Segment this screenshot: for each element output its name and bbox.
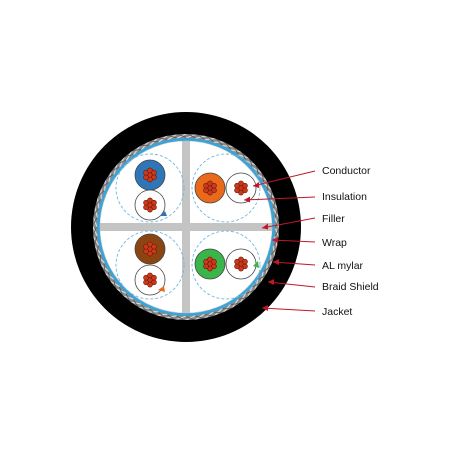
twisted-pairs	[134, 159, 257, 296]
wire-blue	[134, 159, 166, 191]
tracer-mark-green	[253, 261, 259, 268]
wire-brown	[134, 233, 166, 265]
conductor-strand	[203, 187, 209, 194]
pair-rings	[115, 153, 261, 300]
wire-white-brown	[134, 264, 166, 296]
braid-strand	[273, 226, 279, 239]
conductor-strand	[211, 258, 217, 265]
conductor-strand	[242, 258, 248, 265]
pair-ring-bottom-right	[191, 230, 261, 300]
callout-line-jacket	[261, 307, 316, 312]
callout-arrowheads	[244, 182, 279, 311]
callout-line-filler	[261, 217, 316, 229]
conductor-strand	[151, 274, 157, 281]
label-wrap: Wrap	[322, 237, 347, 249]
conductor-strand	[203, 263, 209, 270]
pair-ring-top-right	[191, 153, 261, 223]
conductor-strand	[143, 204, 149, 211]
wire-orange	[194, 172, 226, 204]
braid-strand	[174, 314, 187, 320]
wire-green	[194, 248, 226, 280]
label-al-mylar: AL mylar	[322, 260, 364, 272]
conductor-strand	[242, 182, 248, 189]
conductor-strand	[234, 187, 240, 194]
conductor-strand	[143, 279, 149, 286]
conductor-strand	[151, 199, 157, 206]
label-insulation: Insulation	[322, 191, 367, 203]
label-conductor: Conductor	[322, 165, 371, 177]
conductor-strand	[143, 174, 149, 181]
callout-line-insulation	[243, 196, 316, 201]
filler-cross	[100, 141, 272, 313]
callout-line-braid-shield	[267, 281, 316, 288]
label-braid-shield: Braid Shield	[322, 281, 379, 293]
wire-white-blue	[134, 189, 166, 221]
wire-white-green	[225, 248, 257, 280]
braid-strand	[93, 215, 99, 228]
callout-line-al-mylar	[272, 261, 316, 266]
tracer-mark-blue	[160, 211, 167, 216]
callout-line-wrap	[271, 239, 316, 243]
conductor-strand	[151, 169, 157, 176]
conductor-strand	[143, 248, 149, 255]
conductor-strand	[211, 182, 217, 189]
tracer-mark-orange	[158, 286, 165, 292]
conductor-strand	[234, 263, 240, 270]
pair-ring-top-left	[115, 153, 185, 223]
pair-ring-bottom-left	[115, 230, 185, 300]
wire-white-orange	[225, 172, 257, 204]
label-jacket: Jacket	[322, 306, 352, 318]
callout-line-conductor	[252, 170, 316, 187]
callout-lines	[243, 170, 316, 312]
label-filler: Filler	[322, 213, 345, 225]
braid-strand	[185, 134, 198, 140]
conductor-strand	[151, 243, 157, 250]
